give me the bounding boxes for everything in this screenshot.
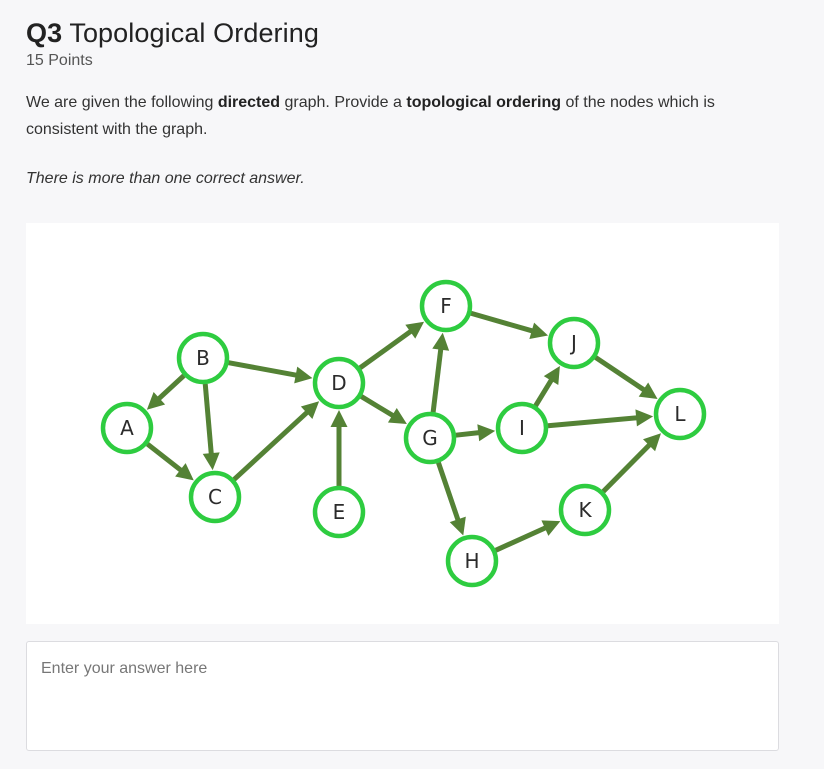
node-label: H [464, 549, 479, 573]
node-label: B [196, 346, 210, 370]
edge-B-A [146, 373, 186, 410]
question-title-text: Topological Ordering [69, 18, 319, 48]
node-D: D [312, 356, 366, 410]
edge-F-J [470, 310, 549, 339]
node-label: A [120, 416, 134, 440]
edge-G-I [455, 424, 496, 442]
prompt-bold-topological-ordering: topological ordering [406, 94, 562, 111]
node-label: E [333, 500, 346, 524]
question-points: 15 Points [26, 52, 93, 69]
node-K: K [558, 483, 612, 537]
directed-graph: A B C D E F G H I J K L [100, 279, 707, 588]
node-F: F [419, 279, 473, 333]
node-label: I [519, 416, 525, 440]
edge-K-L [601, 433, 662, 494]
prompt-text: We are given the following [26, 94, 218, 111]
node-A: A [100, 401, 154, 455]
edge-J-L [594, 355, 658, 399]
node-label: D [331, 371, 346, 395]
question-title: Q3 Topological Ordering [26, 18, 319, 49]
question-number: Q3 [26, 18, 63, 48]
node-L: L [653, 387, 707, 441]
node-label: K [578, 498, 592, 522]
question-prompt: We are given the following directed grap… [26, 89, 786, 143]
node-label: F [440, 294, 452, 318]
edge-I-J [533, 366, 560, 408]
graph-edges [145, 310, 662, 553]
edge-G-H [436, 461, 466, 536]
prompt-text: of the nodes which is consistent with th… [26, 94, 715, 138]
node-I: I [495, 401, 549, 455]
node-H: H [445, 534, 499, 588]
edge-I-L [547, 409, 654, 429]
graph-figure: A B C D E F G H I J K L [26, 223, 779, 624]
edge-D-G [359, 394, 407, 425]
graph-nodes: A B C D E F G H I J K L [100, 279, 707, 588]
edge-A-C [145, 442, 194, 481]
edge-C-D [232, 401, 320, 482]
node-E: E [312, 485, 366, 539]
node-label: G [422, 426, 438, 450]
node-label: L [674, 402, 686, 426]
node-label: C [208, 485, 222, 509]
prompt-text: graph. Provide a [280, 94, 407, 111]
node-G: G [403, 411, 457, 465]
answer-input[interactable] [26, 641, 779, 751]
node-J: J [547, 316, 601, 370]
question-note: There is more than one correct answer. [26, 170, 305, 187]
edge-B-D [228, 360, 313, 384]
edge-B-C [202, 383, 220, 471]
edge-H-K [494, 520, 561, 553]
node-C: C [188, 470, 242, 524]
prompt-bold-directed: directed [217, 94, 281, 111]
node-B: B [176, 331, 230, 385]
edge-G-F [430, 332, 450, 413]
edge-D-F [358, 321, 425, 370]
edge-E-D [330, 410, 348, 486]
node-label: J [569, 331, 577, 355]
